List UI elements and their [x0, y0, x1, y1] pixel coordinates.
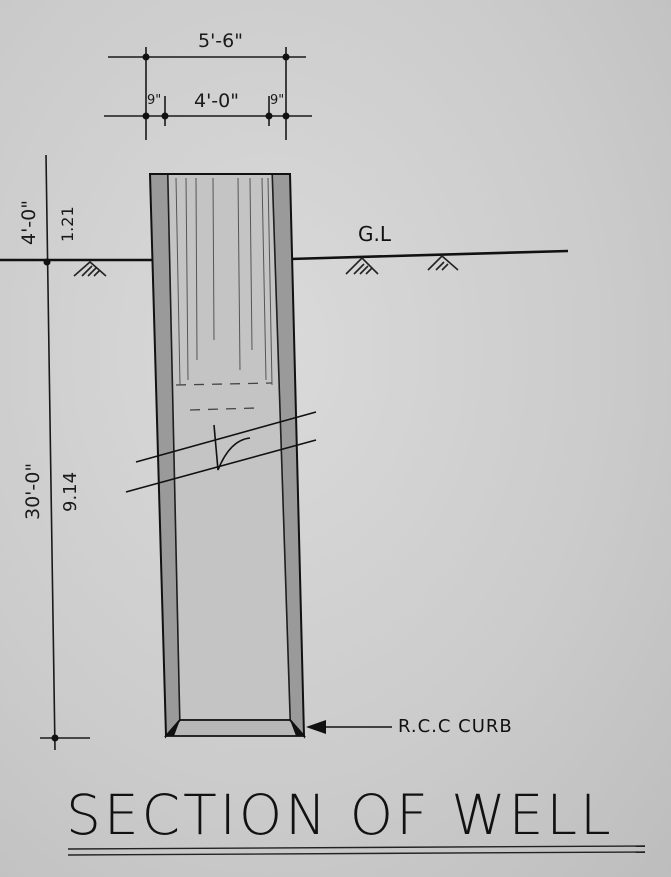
rcc-curb	[164, 719, 306, 737]
inner-width-label: 4'-0"	[194, 90, 239, 112]
title-underline	[67, 845, 646, 856]
well-walls	[148, 173, 306, 739]
above-ground-label: 4'-0"	[18, 200, 40, 245]
depth-metric-label: 9.14	[60, 471, 81, 512]
earth-hatch-marks	[73, 254, 459, 277]
depth-dimension-line	[45, 154, 56, 751]
curb-label: R.C.C CURB	[398, 716, 513, 737]
curb-leader-arrow	[306, 720, 392, 734]
left-wall-label: 9"	[147, 93, 162, 108]
depth-label: 30'-0"	[22, 462, 44, 520]
break-lines	[125, 411, 317, 493]
overall-width-label: 5'-6"	[198, 30, 243, 52]
interior-shading	[175, 177, 273, 386]
ground-line-right	[289, 249, 569, 261]
drawing-title: SECTION OF WELL	[66, 783, 614, 847]
ground-level-label: G.L	[358, 222, 391, 246]
above-ground-metric-label: 1.21	[58, 206, 77, 242]
right-wall-label: 9"	[270, 93, 285, 108]
